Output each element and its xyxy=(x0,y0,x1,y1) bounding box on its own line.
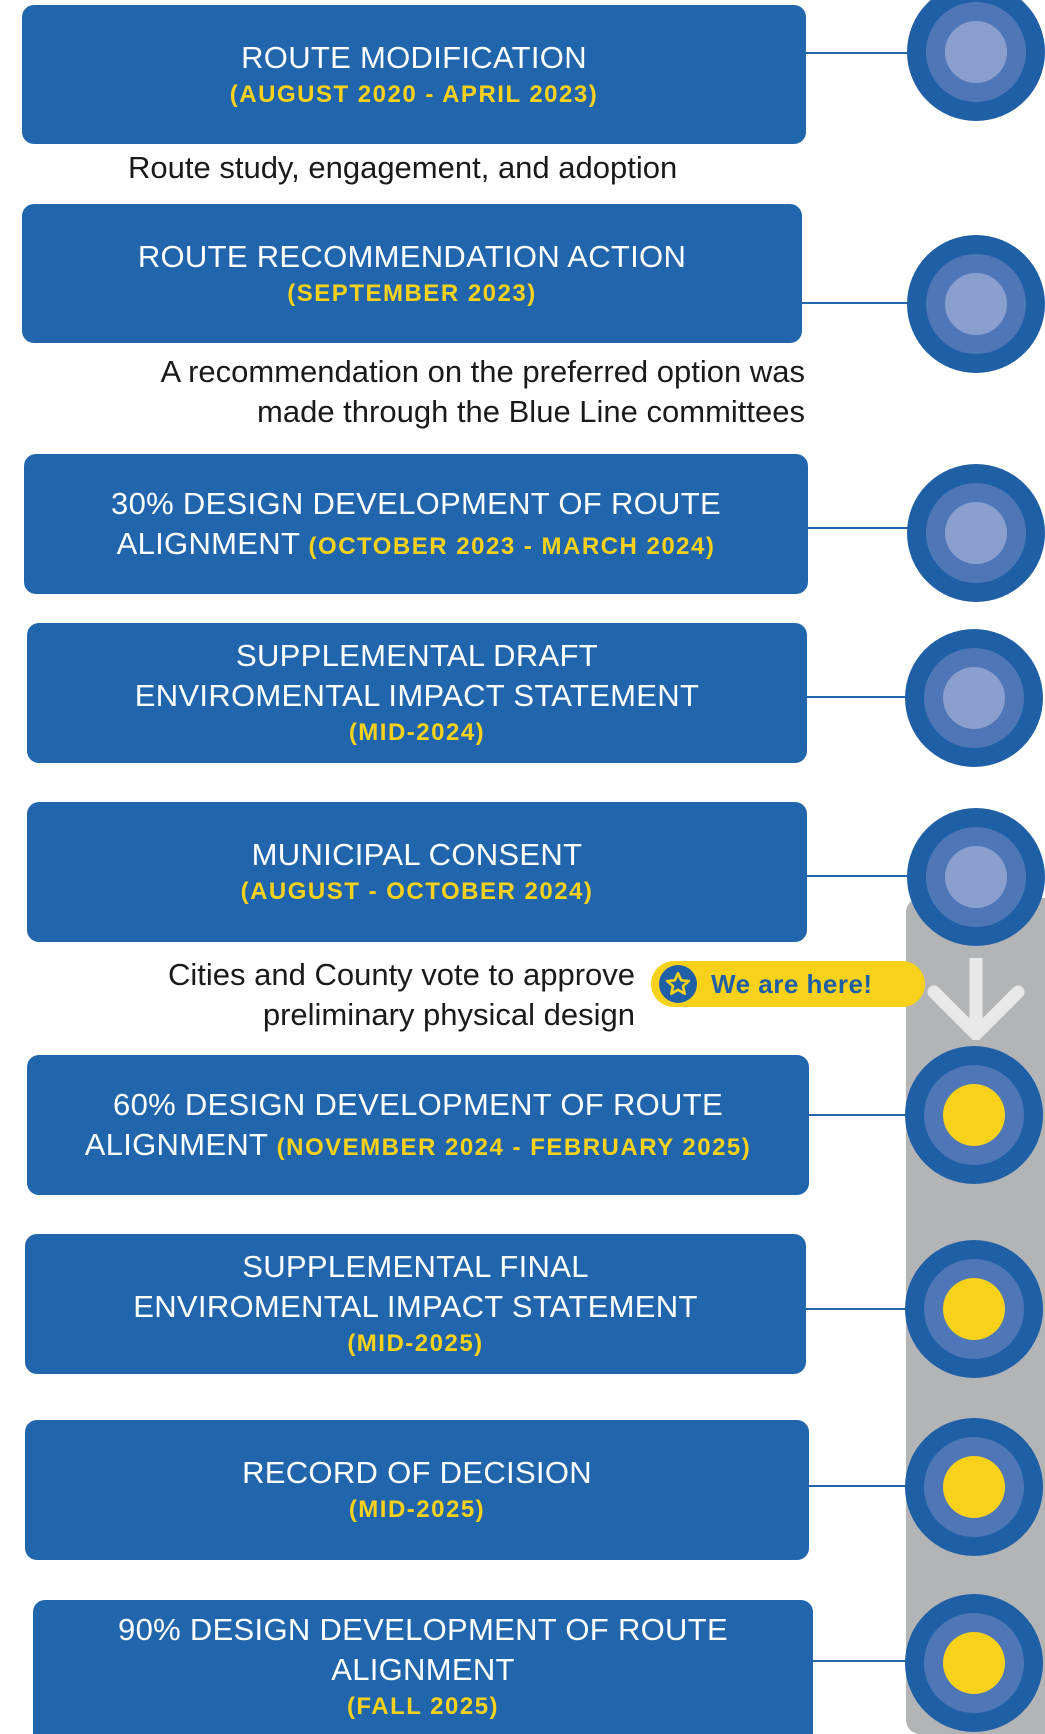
step-date: (NOVEMBER 2024 - FEBRUARY 2025) xyxy=(276,1134,752,1161)
connector-3 xyxy=(808,527,915,529)
milestone-node-4 xyxy=(905,629,1043,767)
milestone-node-5 xyxy=(907,808,1045,946)
step-box-route-recommendation: ROUTE RECOMMENDATION ACTION (SEPTEMBER 2… xyxy=(22,204,802,343)
connector-2 xyxy=(801,302,915,304)
star-icon xyxy=(659,965,697,1003)
step-date: (MID-2024) xyxy=(348,719,486,746)
step-box-route-modification: ROUTE MODIFICATION (AUGUST 2020 - APRIL … xyxy=(22,5,806,144)
marker-label: We are here! xyxy=(711,968,873,999)
step-title: ROUTE MODIFICATION xyxy=(241,39,587,75)
step-title: MUNICIPAL CONSENT xyxy=(251,837,583,872)
step-title-continued: ALIGNMENT xyxy=(116,526,300,561)
step-description-line: A recommendation on the preferred option… xyxy=(160,354,806,389)
step-title: SUPPLEMENTAL DRAFT xyxy=(236,638,598,673)
step-description: A recommendation on the preferred option… xyxy=(161,352,806,432)
step-title: 90% DESIGN DEVELOPMENT OF ROUTE xyxy=(118,1612,728,1647)
milestone-node-8 xyxy=(905,1418,1043,1556)
step-box-supplemental-draft-eis: SUPPLEMENTAL DRAFT ENVIROMENTAL IMPACT S… xyxy=(27,623,807,763)
step-box-supplemental-final-eis: SUPPLEMENTAL FINAL ENVIROMENTAL IMPACT S… xyxy=(25,1234,806,1374)
connector-9 xyxy=(813,1660,915,1662)
milestone-node-6 xyxy=(905,1046,1043,1184)
connector-5 xyxy=(807,875,917,877)
step-title: RECORD OF DECISION xyxy=(242,1455,592,1490)
connector-8 xyxy=(809,1485,915,1487)
step-title-line: ALIGNMENT (OCTOBER 2023 - MARCH 2024) xyxy=(117,524,716,564)
step-date: (FALL 2025) xyxy=(346,1693,500,1720)
step-box-90-design: 90% DESIGN DEVELOPMENT OF ROUTE ALIGNMEN… xyxy=(33,1600,813,1734)
step-date: (AUGUST - OCTOBER 2024) xyxy=(240,878,594,905)
step-title-line: ENVIROMENTAL IMPACT STATEMENT xyxy=(134,678,700,713)
step-title-line: ENVIROMENTAL IMPACT STATEMENT xyxy=(133,1289,698,1324)
step-title: 60% DESIGN DEVELOPMENT OF ROUTE xyxy=(113,1087,723,1122)
milestone-node-2 xyxy=(907,235,1045,373)
step-title: ROUTE RECOMMENDATION ACTION xyxy=(137,238,687,274)
step-date: (AUGUST 2020 - APRIL 2023) xyxy=(229,80,599,108)
step-description: Route study, engagement, and adoption xyxy=(128,150,678,185)
step-box-record-of-decision: RECORD OF DECISION (MID-2025) xyxy=(25,1420,809,1560)
step-title-line: ALIGNMENT xyxy=(331,1652,515,1687)
step-box-30-design: 30% DESIGN DEVELOPMENT OF ROUTE ALIGNMEN… xyxy=(24,454,808,594)
connector-1 xyxy=(805,52,915,54)
step-description: Cities and County vote to approve prelim… xyxy=(168,955,635,1035)
we-are-here-marker: We are here! xyxy=(651,961,925,1007)
step-title-line: ALIGNMENT (NOVEMBER 2024 - FEBRUARY 2025… xyxy=(85,1125,752,1165)
step-date: (MID-2025) xyxy=(347,1330,484,1357)
step-title: 30% DESIGN DEVELOPMENT OF ROUTE xyxy=(111,486,721,521)
milestone-node-9 xyxy=(905,1594,1043,1732)
connector-7 xyxy=(806,1308,914,1310)
step-description-line: made through the Blue Line committees xyxy=(257,394,805,429)
step-date: (OCTOBER 2023 - MARCH 2024) xyxy=(308,533,716,560)
milestone-node-3 xyxy=(907,464,1045,602)
step-box-municipal-consent: MUNICIPAL CONSENT (AUGUST - OCTOBER 2024… xyxy=(27,802,807,942)
connector-6 xyxy=(809,1114,915,1116)
step-date: (SEPTEMBER 2023) xyxy=(287,279,537,307)
step-description-line: Cities and County vote to approve xyxy=(168,957,635,992)
step-title: SUPPLEMENTAL FINAL xyxy=(242,1249,589,1284)
arrow-down-icon xyxy=(927,958,1025,1040)
milestone-node-1 xyxy=(907,0,1045,121)
step-date: (MID-2025) xyxy=(348,1496,486,1523)
step-description-line: preliminary physical design xyxy=(262,997,635,1032)
milestone-node-7 xyxy=(905,1240,1043,1378)
connector-4 xyxy=(806,696,914,698)
step-title-continued: ALIGNMENT xyxy=(84,1127,268,1162)
step-box-60-design: 60% DESIGN DEVELOPMENT OF ROUTE ALIGNMEN… xyxy=(27,1055,809,1195)
